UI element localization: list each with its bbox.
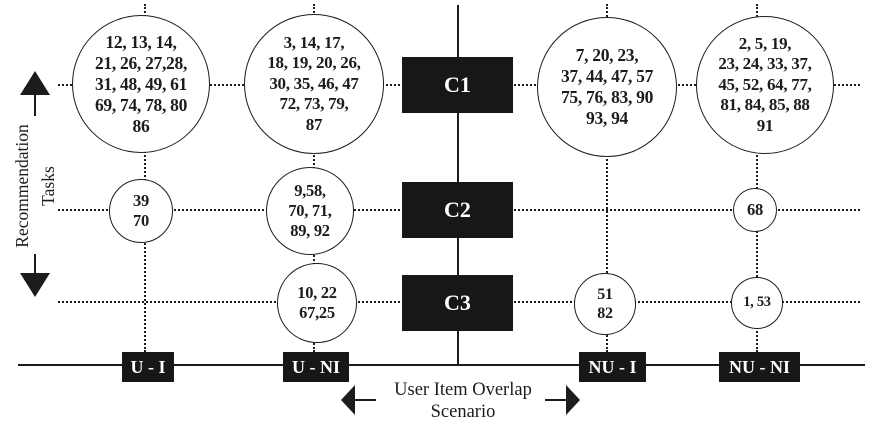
y-axis-label-line1: Recommendation [12, 124, 32, 248]
x-axis-arrow-tail-left [355, 399, 376, 401]
baseline-axis [18, 364, 865, 366]
item-circle-c1-u-i: 12, 13, 14, 21, 26, 27,28, 31, 48, 49, 6… [72, 15, 210, 153]
dotted-gridline-col-nu-i [606, 4, 608, 352]
item-circle-c1-nu-ni: 2, 5, 19, 23, 24, 33, 37, 45, 52, 64, 77… [696, 16, 834, 154]
x-axis-arrow-left-icon [341, 385, 355, 415]
item-circle-c2-u-ni: 9,58, 70, 71, 89, 92 [266, 167, 354, 255]
item-circle-c3-nu-ni: 1, 53 [731, 277, 783, 329]
item-circle-c1-u-ni: 3, 14, 17, 18, 19, 20, 26, 30, 35, 46, 4… [244, 14, 384, 154]
x-axis-label-line1: User Item Overlap [394, 380, 532, 400]
y-axis-arrow-shaft-top [34, 94, 36, 116]
item-circle-c2-u-i: 39 70 [109, 179, 173, 243]
y-axis-label-line2: Tasks [38, 166, 58, 206]
item-circle-c2-nu-ni: 68 [733, 188, 777, 232]
y-axis-arrow-down-icon [20, 273, 50, 297]
scenario-box-nu-ni: NU - NI [719, 352, 800, 382]
scenario-box-nu-i: NU - I [579, 352, 646, 382]
item-circle-c1-nu-i: 7, 20, 23, 37, 44, 47, 57 75, 76, 83, 90… [537, 17, 677, 157]
dotted-gridline-col-u-i [144, 4, 146, 352]
y-axis-arrow-shaft-bottom [34, 254, 36, 274]
scenario-box-u-i: U - I [122, 352, 174, 382]
x-axis-label: User Item Overlap Scenario [373, 379, 553, 423]
x-axis-arrow-right-icon [566, 385, 580, 415]
x-axis-label-line2: Scenario [430, 402, 496, 422]
scenario-box-u-ni: U - NI [283, 352, 349, 382]
item-circle-c3-u-ni: 10, 22 67,25 [277, 263, 357, 343]
y-axis-label: Recommendation Tasks [9, 66, 63, 306]
item-circle-c3-nu-i: 51 82 [574, 273, 636, 335]
dotted-gridline-col-nu-ni [756, 4, 758, 352]
cluster-box-c3: C3 [402, 275, 513, 331]
cluster-box-c1: C1 [402, 57, 513, 113]
cluster-box-c2: C2 [402, 182, 513, 238]
y-axis-arrow-up-icon [20, 71, 50, 95]
x-axis-arrow-tail-right [545, 399, 566, 401]
